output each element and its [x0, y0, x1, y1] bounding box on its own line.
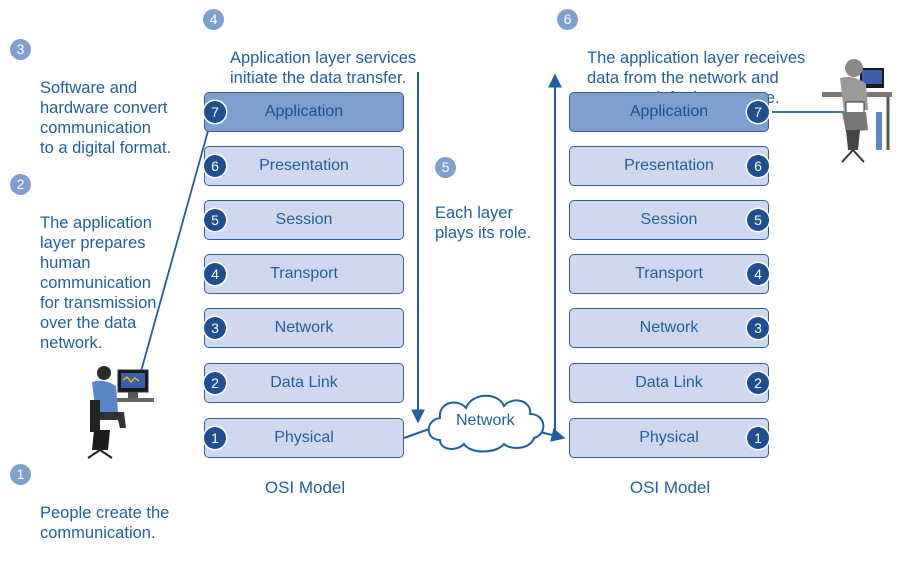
left-layer-transport: Transport 4 — [204, 254, 404, 294]
right-layer-label: Physical — [639, 429, 699, 446]
right-layer-session: Session 5 — [569, 200, 769, 240]
step-2-badge: 2 — [10, 174, 31, 195]
step-3-badge: 3 — [10, 39, 31, 60]
right-layer-number: 3 — [747, 317, 769, 339]
step-4-badge: 4 — [203, 9, 224, 30]
right-layer-label: Presentation — [624, 157, 714, 174]
right-layer-physical: Physical 1 — [569, 418, 769, 458]
step-1-annotation: 1 People create the communication. — [10, 463, 169, 563]
right-layer-label: Data Link — [635, 374, 703, 391]
network-cloud-label: Network — [456, 412, 515, 429]
right-layer-number: 5 — [747, 209, 769, 231]
right-layer-presentation: Presentation 6 — [569, 146, 769, 186]
right-layer-transport: Transport 4 — [569, 254, 769, 294]
right-layer-data-link: Data Link 2 — [569, 363, 769, 403]
left-layer-number: 4 — [204, 263, 226, 285]
step-1-text: People create the communication. — [40, 504, 170, 542]
step-3-annotation: 3 Software and hardware convert communic… — [10, 38, 171, 178]
left-layer-physical: Physical 1 — [204, 418, 404, 458]
left-layer-label: Session — [275, 211, 333, 228]
step-2-annotation: 2 The application layer prepares human c… — [10, 173, 156, 373]
step-1-badge: 1 — [10, 464, 31, 485]
left-layer-label: Network — [274, 319, 334, 336]
left-model-caption: OSI Model — [264, 478, 346, 497]
left-layer-application: Application 7 — [204, 92, 404, 132]
step-5-annotation: 5 Each layer plays its role. — [435, 140, 531, 263]
right-layer-number: 7 — [747, 101, 769, 123]
step-5-text: Each layer plays its role. — [435, 204, 532, 242]
left-layer-network: Network 3 — [204, 308, 404, 348]
right-layer-label: Session — [640, 211, 698, 228]
receiver-person-icon — [822, 59, 892, 163]
left-layer-number: 2 — [204, 372, 226, 394]
left-layer-data-link: Data Link 2 — [204, 363, 404, 403]
sender-person-icon — [87, 366, 154, 459]
left-layer-label: Physical — [274, 429, 334, 446]
right-layer-network: Network 3 — [569, 308, 769, 348]
connector-layer — [87, 59, 892, 459]
left-layer-label: Transport — [270, 265, 338, 282]
right-layer-number: 1 — [747, 427, 769, 449]
step-5-badge: 5 — [435, 157, 456, 178]
right-model-caption: OSI Model — [629, 478, 711, 497]
network-to-physical-arrow — [539, 428, 566, 442]
left-layer-number: 5 — [204, 209, 226, 231]
step-4-text: Application layer services initiate the … — [230, 49, 417, 87]
step-4-annotation: 4 Application layer services initiate th… — [203, 8, 416, 108]
right-layer-number: 4 — [747, 263, 769, 285]
left-layer-session: Session 5 — [204, 200, 404, 240]
physical-to-network-line — [403, 427, 433, 439]
left-layer-number: 6 — [204, 155, 226, 177]
sender-connector-line — [139, 112, 214, 376]
right-layer-label: Application — [629, 103, 709, 120]
network-cloud-icon — [427, 394, 545, 453]
right-layer-label: Network — [639, 319, 699, 336]
step-2-text: The application layer prepares human com… — [40, 214, 157, 352]
left-layer-label: Application — [264, 103, 344, 120]
step-3-text: Software and hardware convert communicat… — [40, 79, 172, 157]
right-layer-label: Transport — [635, 265, 703, 282]
osi-communication-diagram: 3 Software and hardware convert communic… — [10, 8, 892, 542]
left-layer-number: 7 — [204, 101, 226, 123]
left-layer-number: 1 — [204, 427, 226, 449]
left-layer-label: Presentation — [259, 157, 349, 174]
right-layer-application: Application 7 — [569, 92, 769, 132]
left-layer-number: 3 — [204, 317, 226, 339]
step-6-badge: 6 — [557, 9, 578, 30]
right-layer-number: 2 — [747, 372, 769, 394]
left-layer-presentation: Presentation 6 — [204, 146, 404, 186]
right-layer-number: 6 — [747, 155, 769, 177]
left-layer-label: Data Link — [270, 374, 338, 391]
